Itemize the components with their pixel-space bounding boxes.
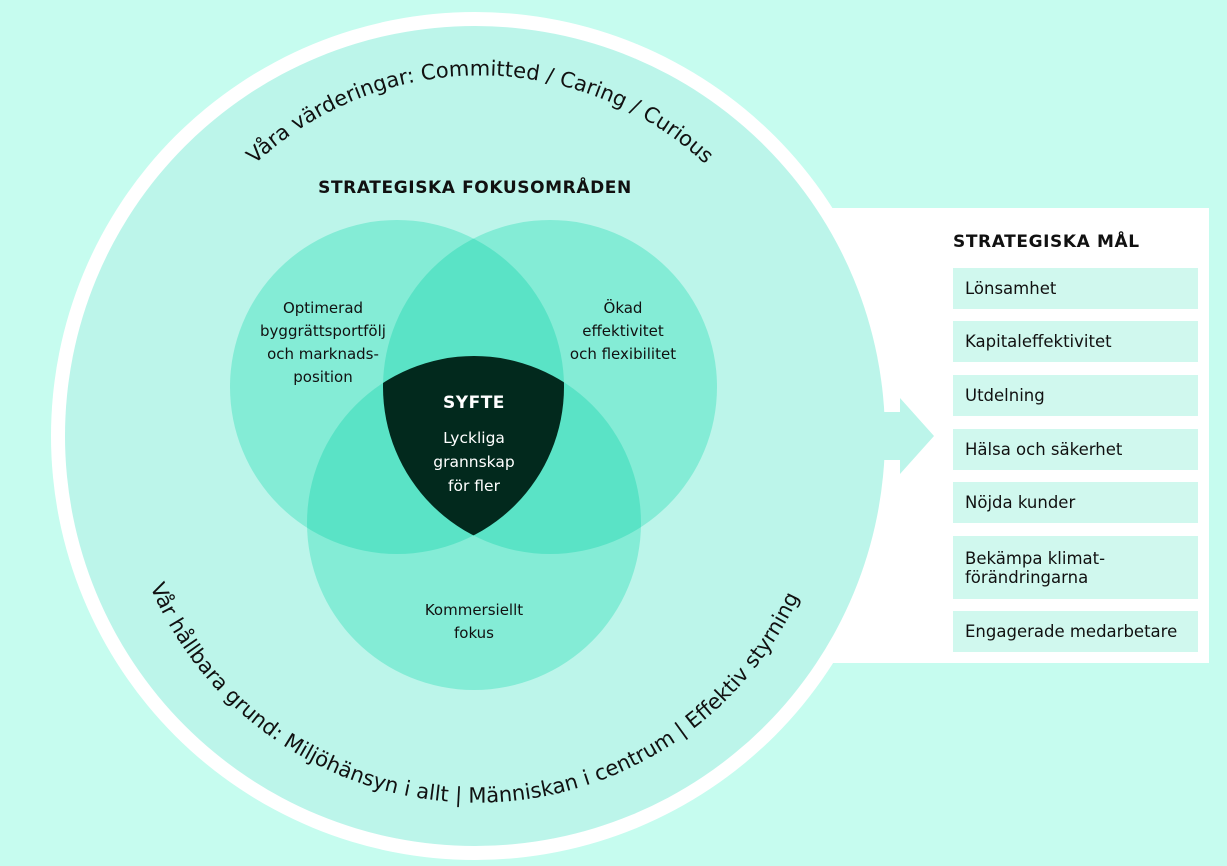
goal-item: Nöjda kunder — [953, 482, 1198, 523]
focus-area-line: och marknads- — [267, 345, 379, 363]
focus-area-line: och flexibilitet — [569, 345, 677, 363]
focus-area-line: Optimerad — [282, 299, 364, 317]
focus-area-efficiency: Ökad effektivitet och flexibilitet — [553, 297, 693, 366]
arrow-icon — [850, 398, 934, 474]
goal-item: Hälsa och säkerhet — [953, 429, 1198, 470]
focus-area-line: Ökad — [603, 299, 643, 317]
focus-area-line: effektivitet — [582, 322, 664, 340]
goal-item: Kapitaleffektivitet — [953, 321, 1198, 362]
focus-area-line: position — [293, 368, 353, 386]
goal-item: Bekämpa klimat- förändringarna — [953, 536, 1198, 599]
focus-area-line: byggrättsportfölj — [260, 322, 386, 340]
focus-area-line: Kommersiellt — [424, 601, 524, 619]
purpose-title: SYFTE — [443, 393, 505, 413]
purpose-line: grannskap — [433, 453, 515, 471]
goal-item: Utdelning — [953, 375, 1198, 416]
purpose-line: Lyckliga — [443, 429, 505, 447]
focus-area-line: fokus — [453, 624, 494, 642]
focus-area-commercial: Kommersiellt fokus — [404, 599, 544, 645]
focus-areas-title: STRATEGISKA FOKUSOMRÅDEN — [318, 178, 632, 198]
goals-title: STRATEGISKA MÅL — [953, 232, 1140, 252]
purpose-line: för fler — [448, 477, 500, 495]
focus-area-portfolio: Optimerad byggrättsportfölj och marknads… — [243, 297, 403, 389]
goal-item: Engagerade medarbetare — [953, 611, 1198, 652]
goal-item: Lönsamhet — [953, 268, 1198, 309]
purpose-text: Lyckliga grannskap för fler — [404, 426, 544, 498]
